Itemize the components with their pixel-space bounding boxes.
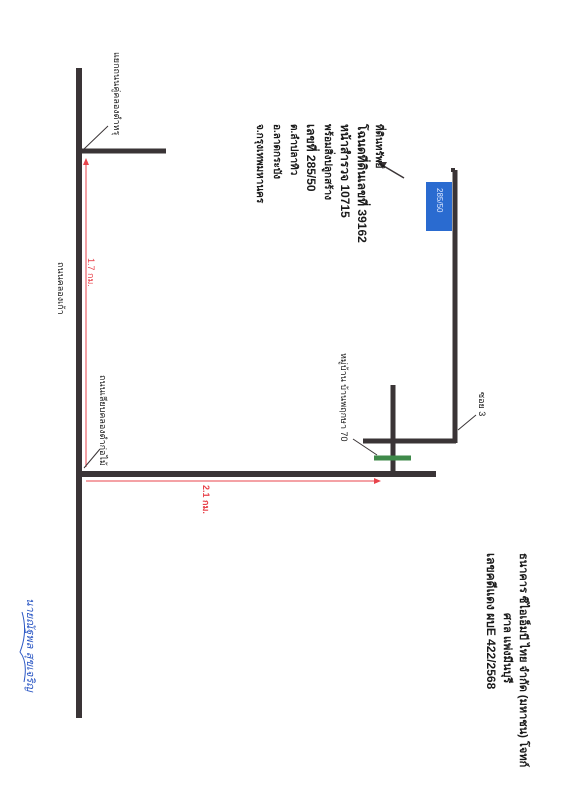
distance-arrow-1-7-head xyxy=(83,158,89,165)
property-amphoe: อ.ลาดกระบัง xyxy=(271,124,282,180)
property-deed: โฉนดที่ดินเลขที่ 39162 xyxy=(355,124,369,243)
label-village-70: หมู่บ้าน บ้านพฤกษา 70 xyxy=(339,353,349,442)
signature-mark xyxy=(19,611,26,683)
leader-soi-3 xyxy=(457,414,477,431)
court-name: ศาล แพ่งมีนบุรี xyxy=(501,613,513,684)
property-marker-label: 285/50 xyxy=(435,188,444,213)
label-canal: แยกถนนคู่คลองตำหรุ xyxy=(112,52,122,136)
property-building: พร้อมสิ่งปลูกสร้าง xyxy=(322,124,333,201)
distance-label-2-1: 2.1 กม. xyxy=(201,485,211,514)
leader-village-70 xyxy=(352,438,378,456)
leader-village-road xyxy=(83,448,101,469)
leader-canal xyxy=(83,125,109,150)
property-arrow xyxy=(381,164,405,179)
distance-arrow-2-1-head xyxy=(374,478,381,484)
property-title: ที่ดินทรัพย์ xyxy=(373,124,384,169)
distance-label-1-7: 1.7 กม. xyxy=(86,258,96,287)
label-main-road: ถนนคลองเก้า xyxy=(56,262,66,315)
property-district: ต.ลำปลาทิว xyxy=(288,124,299,176)
court-plaintiff: ธนาคาร ซีไอเอ็มบี ไทย จำกัด (มหาชน) โจทก… xyxy=(517,553,529,768)
property-survey: หน้าสำรวจ 10715 xyxy=(338,124,352,218)
property-province: จ.กรุงเทพมหานคร xyxy=(254,124,265,204)
property-house-no: เลขที่ 285/50 xyxy=(304,124,318,192)
property-info: ที่ดินทรัพย์ โฉนดที่ดินเลขที่ 39162 หน้า… xyxy=(251,124,387,243)
court-case-no: เลขคดีแดง ผบE 422/2568 xyxy=(484,553,498,690)
label-soi-3: ซอย 3 xyxy=(477,392,487,417)
label-village-road: ถนนเลียบคลองตำก่อไม้ xyxy=(98,375,108,466)
signature-name: นายณัฐพล สุขเจริญ xyxy=(24,598,37,692)
property-arrow-head xyxy=(378,162,387,169)
property-marker: 285/50 xyxy=(426,182,452,231)
court-info: ธนาคาร ซีไอเอ็มบี ไทย จำกัด (มหาชน) โจทก… xyxy=(483,553,531,767)
